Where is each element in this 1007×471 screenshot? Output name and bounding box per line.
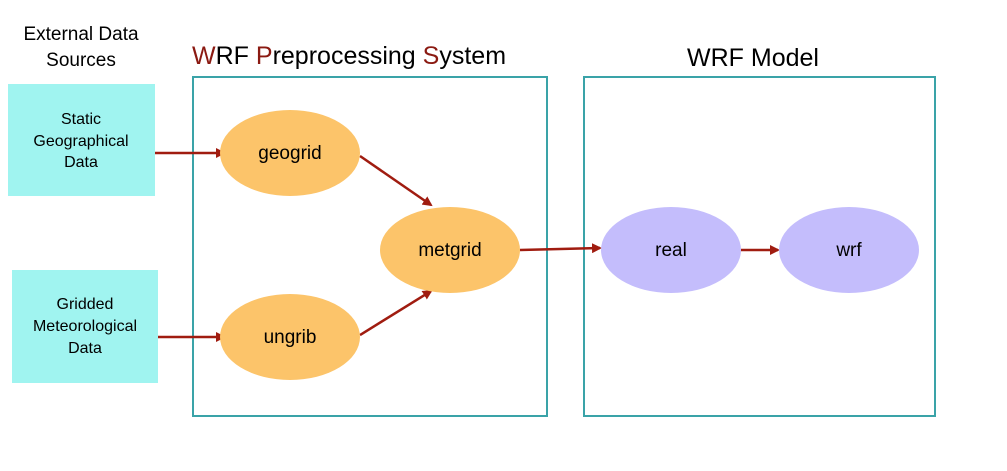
source-gridded-line2: Meteorological: [33, 318, 137, 335]
node-real-label: real: [655, 240, 687, 261]
node-real-shape: [601, 207, 741, 293]
external-sources-heading: External Data Sources: [23, 24, 139, 71]
wps-title-reprocessing: reprocessing: [273, 42, 423, 70]
sources-heading-line1: External Data: [23, 24, 139, 45]
source-gridded-meteorological: Gridded Meteorological Data: [12, 270, 158, 383]
wrf-model-container: [583, 76, 936, 417]
node-wrf: wrf: [779, 207, 919, 293]
arrow-metgrid-to-real: [519, 243, 602, 254]
source-static-box: [8, 84, 155, 196]
node-real: real: [601, 207, 741, 293]
flow-arrows: [155, 148, 780, 342]
node-geogrid-shape: [220, 110, 360, 196]
node-metgrid-shape: [380, 207, 520, 293]
source-static-line2: Geographical: [33, 133, 128, 150]
source-static-line1: Static: [61, 111, 101, 128]
node-wrf-shape: [779, 207, 919, 293]
node-metgrid: metgrid: [380, 207, 520, 293]
node-ungrib-label: ungrib: [264, 327, 317, 348]
source-static-line3: Data: [64, 154, 98, 171]
node-wrf-label: wrf: [835, 240, 862, 261]
node-geogrid-label: geogrid: [258, 143, 321, 164]
wps-title-ystem: ystem: [439, 42, 506, 70]
source-gridded-line3: Data: [68, 340, 102, 357]
wps-title-s: S: [423, 42, 440, 70]
wps-title-rf: RF: [216, 42, 256, 70]
node-ungrib-shape: [220, 294, 360, 380]
arrow-geogrid-to-metgrid: [359, 154, 433, 207]
wps-container: [192, 76, 548, 417]
node-geogrid: geogrid: [220, 110, 360, 196]
arrow-ungrib-to-metgrid: [359, 289, 433, 337]
wrf-model-title: WRF Model: [687, 44, 819, 72]
source-static-geographical: Static Geographical Data: [8, 84, 155, 196]
source-gridded-line1: Gridded: [57, 296, 114, 313]
source-gridded-box: [12, 270, 158, 383]
wps-title: WRF Preprocessing System: [192, 42, 506, 70]
wps-title-w: W: [192, 42, 216, 70]
node-metgrid-label: metgrid: [418, 240, 481, 261]
node-ungrib: ungrib: [220, 294, 360, 380]
sources-heading-line2: Sources: [46, 50, 116, 71]
wps-title-p: P: [256, 42, 273, 70]
